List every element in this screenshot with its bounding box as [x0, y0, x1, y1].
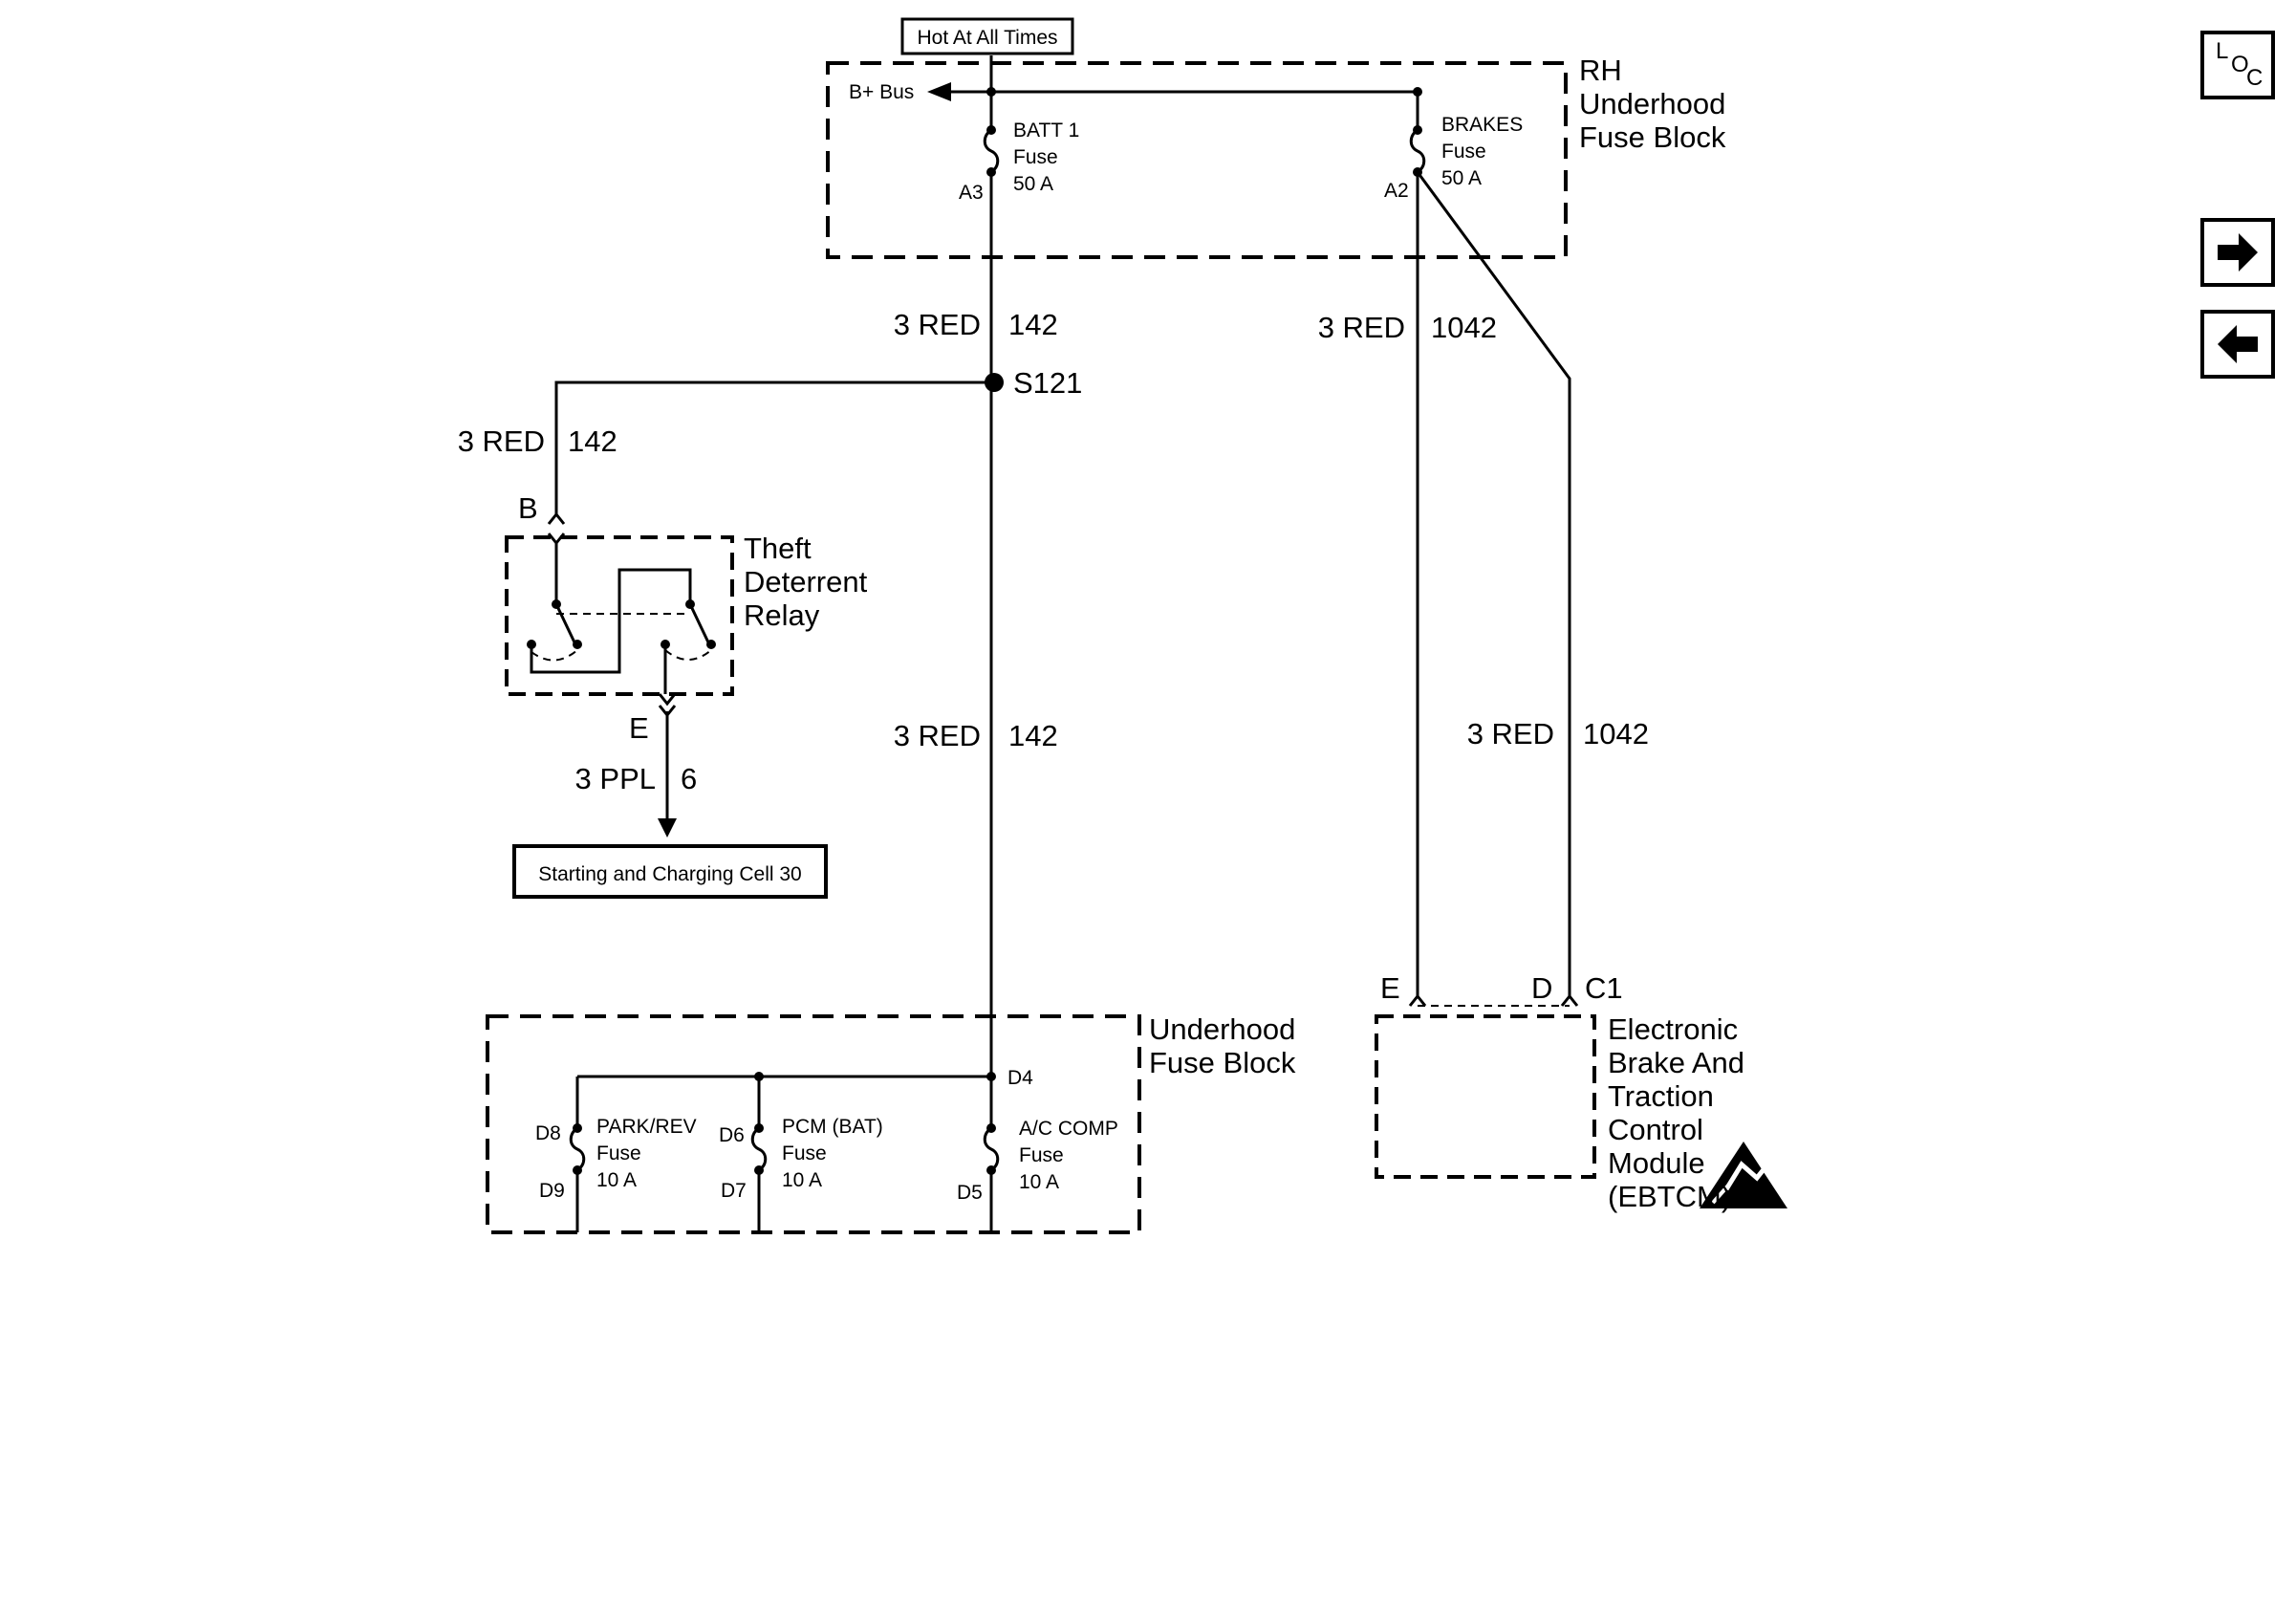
relay-pin-b: B: [518, 491, 538, 525]
wire-142b-gauge: 3 RED: [458, 424, 545, 458]
locator-letter-o: O: [2231, 52, 2249, 77]
batt1-fuse-type: Fuse: [1013, 146, 1058, 168]
wire-142b-circuit: 142: [568, 424, 617, 458]
wire-6-gauge: 3 PPL: [575, 762, 656, 795]
forward-button[interactable]: [2200, 218, 2275, 287]
ac-comp-out: D5: [957, 1182, 983, 1204]
splice-label: S121: [1013, 366, 1082, 400]
park-rev-name: PARK/REV: [596, 1116, 697, 1138]
relay-title-1: Theft: [744, 532, 812, 565]
hot-at-all-times-label: Hot At All Times: [917, 27, 1057, 49]
locator-button[interactable]: L O C: [2200, 31, 2275, 99]
relay-pin-b-connector: [547, 511, 566, 525]
wire-6-circuit: 6: [681, 762, 697, 795]
ac-comp-fuse-symbol: [983, 1126, 1000, 1172]
underhood-input-terminal: D4: [1007, 1067, 1033, 1089]
pcm-bat-name: PCM (BAT): [782, 1116, 883, 1138]
park-rev-type: Fuse: [596, 1142, 641, 1164]
ebtcm-title-3: Traction: [1608, 1079, 1714, 1113]
batt1-fuse-name: BATT 1: [1013, 120, 1079, 141]
bplus-bus-arrow: [927, 82, 951, 101]
rh-fuse-block-title-3: Fuse Block: [1579, 120, 1726, 154]
back-button[interactable]: [2200, 310, 2275, 379]
ebtcm-pin-d-connector: [1560, 993, 1579, 1007]
arrow-left-icon: [2218, 325, 2258, 363]
ebtcm-box: [1375, 1014, 1596, 1179]
ebtcm-title-2: Brake And: [1608, 1046, 1744, 1079]
arrow-right-icon: [2218, 233, 2258, 272]
brakes-fuse-name: BRAKES: [1441, 114, 1523, 136]
wire-142a-gauge: 3 RED: [894, 308, 981, 341]
wire-142c-circuit: 142: [1008, 719, 1058, 752]
pcm-bat-fuse-symbol: [750, 1126, 768, 1172]
circuit-6-arrow: [658, 818, 677, 838]
ebtcm-pin-e-connector: [1408, 993, 1427, 1007]
splice-s121: [985, 373, 1004, 392]
ac-comp-rating: 10 A: [1019, 1171, 1059, 1193]
pcm-bat-out: D7: [721, 1180, 747, 1202]
brakes-fuse-rating: 50 A: [1441, 167, 1482, 189]
park-rev-rating: 10 A: [596, 1169, 637, 1191]
locator-letter-l: L: [2216, 38, 2229, 64]
batt1-fuse-rating: 50 A: [1013, 173, 1053, 195]
park-rev-in: D8: [535, 1122, 561, 1144]
underhood-title-2: Fuse Block: [1149, 1046, 1296, 1079]
starting-charging-ref-label: Starting and Charging Cell 30: [538, 863, 802, 885]
ebtcm-title-6: (EBTCM): [1608, 1180, 1731, 1213]
brakes-fuse-type: Fuse: [1441, 141, 1486, 163]
hot-at-all-times-box: [900, 17, 1074, 55]
locator-letter-c: C: [2246, 65, 2264, 91]
relay-pin-e-connector: [658, 693, 677, 707]
ac-comp-type: Fuse: [1019, 1144, 1064, 1166]
park-rev-fuse-symbol: [569, 1126, 586, 1172]
circuit-1042-right: [1416, 171, 1571, 998]
ebtcm-title-1: Electronic: [1608, 1012, 1738, 1046]
ac-comp-name: A/C COMP: [1019, 1118, 1118, 1140]
relay-box: [505, 535, 734, 696]
brakes-fuse-symbol: [1409, 128, 1426, 174]
batt1-fuse-symbol: [983, 128, 1000, 174]
wire-1042b-circuit: 1042: [1583, 717, 1649, 751]
ebtcm-pin-d: D: [1531, 971, 1552, 1005]
relay-title-3: Relay: [744, 598, 820, 632]
pcm-bat-type: Fuse: [782, 1142, 827, 1164]
wire-142c-gauge: 3 RED: [894, 719, 981, 752]
pcm-bat-in: D6: [719, 1124, 745, 1146]
wire-142a-circuit: 142: [1008, 308, 1058, 341]
ebtcm-title-5: Module: [1608, 1146, 1705, 1180]
rh-fuse-block-title-1: RH: [1579, 54, 1622, 87]
rh-fuse-block-title-2: Underhood: [1579, 87, 1725, 120]
ebtcm-title-4: Control: [1608, 1113, 1703, 1146]
park-rev-out: D9: [539, 1180, 565, 1202]
underhood-fuse-block-box: [486, 1014, 1141, 1234]
batt1-terminal: A3: [959, 182, 984, 204]
brakes-terminal: A2: [1384, 180, 1409, 202]
wire-1042a-gauge: 3 RED: [1318, 311, 1405, 344]
pcm-bat-rating: 10 A: [782, 1169, 822, 1191]
ebtcm-pin-e: E: [1380, 971, 1400, 1005]
wire-1042a-circuit: 1042: [1431, 311, 1497, 344]
rh-fuse-block-box: [826, 61, 1568, 259]
starting-charging-ref-box: [512, 844, 828, 899]
relay-title-2: Deterrent: [744, 565, 868, 598]
relay-pin-e: E: [629, 711, 649, 745]
ebtcm-connector: C1: [1585, 971, 1623, 1005]
wire-1042b-gauge: 3 RED: [1467, 717, 1554, 751]
bplus-bus-label: B+ Bus: [849, 81, 914, 103]
underhood-title-1: Underhood: [1149, 1012, 1295, 1046]
esd-warning-icon: [1700, 1142, 1787, 1208]
circuit-142-to-relay: [554, 381, 991, 516]
